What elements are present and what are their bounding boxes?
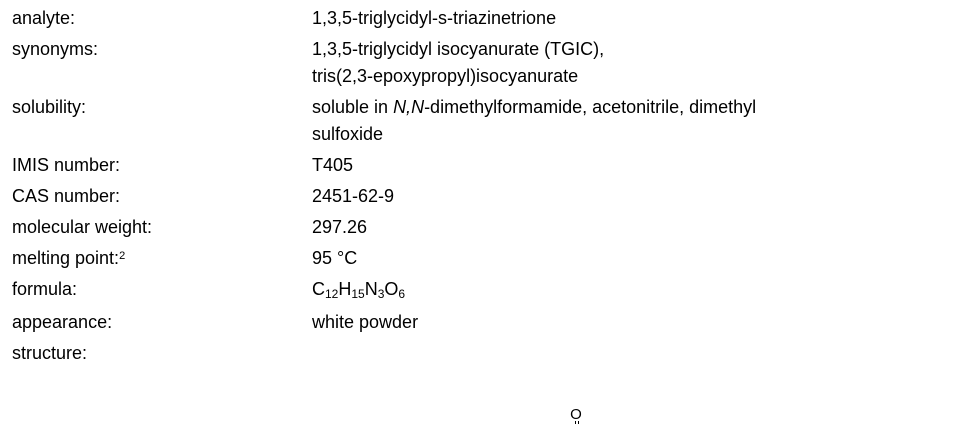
cas-value: 2451-62-9 xyxy=(312,186,395,206)
row-cas-number: CAS number: 2451-62-9 xyxy=(12,183,972,210)
solubility-prefix: soluble in xyxy=(312,97,394,117)
melting-point-value: 95 °C xyxy=(312,248,358,268)
structure-label: structure: xyxy=(12,343,88,363)
analyte-label: analyte: xyxy=(12,8,76,28)
molecular-weight-label: molecular weight: xyxy=(12,217,153,237)
solubility-italic: N,N xyxy=(393,97,425,117)
structure-oxygen-atom: O xyxy=(570,407,582,423)
formula-h: H xyxy=(338,279,352,299)
imis-label: IMIS number: xyxy=(12,155,121,175)
cas-label: CAS number: xyxy=(12,186,121,206)
appearance-label: appearance: xyxy=(12,312,113,332)
formula-h-count: 15 xyxy=(351,287,365,301)
molecular-weight-value: 297.26 xyxy=(312,217,368,237)
row-melting-point: melting point:2 95 °C xyxy=(12,245,972,272)
row-imis-number: IMIS number: T405 xyxy=(12,152,972,179)
synonyms-value: 1,3,5-triglycidyl isocyanurate (TGIC), t… xyxy=(312,36,972,90)
formula-c: C xyxy=(312,279,325,299)
formula-n-count: 3 xyxy=(377,287,385,301)
melting-point-label-text: melting point: xyxy=(12,248,120,268)
row-solubility: solubility: soluble in N,N-dimethylforma… xyxy=(12,94,972,148)
formula-o-count: 6 xyxy=(398,287,406,301)
synonyms-line-2: tris(2,3-epoxypropyl)isocyanurate xyxy=(312,66,579,86)
solubility-suffix: -dimethylformamide, acetonitrile, dimeth… xyxy=(424,97,757,117)
melting-point-footnote: 2 xyxy=(119,250,126,262)
formula-c-count: 12 xyxy=(325,287,339,301)
row-molecular-weight: molecular weight: 297.26 xyxy=(12,214,972,241)
formula-label: formula: xyxy=(12,279,78,299)
compound-data-sheet: analyte: 1,3,5-triglycidyl-s-triazinetri… xyxy=(12,0,972,367)
structure-diagram: O xyxy=(566,407,586,424)
synonyms-line-1: 1,3,5-triglycidyl isocyanurate (TGIC), xyxy=(312,39,605,59)
melting-point-label: melting point:2 xyxy=(12,245,312,272)
solubility-line-2: sulfoxide xyxy=(312,124,384,144)
row-structure: structure: xyxy=(12,340,972,367)
appearance-value: white powder xyxy=(312,312,419,332)
synonyms-label: synonyms: xyxy=(12,39,99,59)
imis-value: T405 xyxy=(312,155,354,175)
row-analyte: analyte: 1,3,5-triglycidyl-s-triazinetri… xyxy=(12,5,972,32)
row-formula: formula: C12H15N3O6 xyxy=(12,276,972,305)
formula-value: C12H15N3O6 xyxy=(312,276,972,305)
row-appearance: appearance: white powder xyxy=(12,309,972,336)
solubility-label: solubility: xyxy=(12,97,87,117)
formula-o: O xyxy=(384,279,399,299)
solubility-value: soluble in N,N-dimethylformamide, aceton… xyxy=(312,94,972,148)
solubility-line-1: soluble in N,N-dimethylformamide, aceton… xyxy=(312,94,972,121)
formula-n: N xyxy=(364,279,378,299)
analyte-value: 1,3,5-triglycidyl-s-triazinetrione xyxy=(312,8,557,28)
structure-double-bond xyxy=(575,421,576,424)
row-synonyms: synonyms: 1,3,5-triglycidyl isocyanurate… xyxy=(12,36,972,90)
